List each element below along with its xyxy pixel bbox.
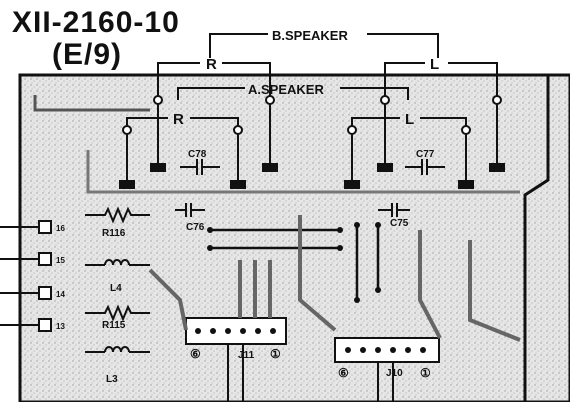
- a-speaker-label: A.SPEAKER: [248, 82, 324, 97]
- l4-label: L4: [110, 283, 122, 294]
- j10-pin-last: ⑥: [338, 366, 349, 380]
- side-pin-numbers: 16 15 14 13: [56, 224, 65, 331]
- capacitor-c77: [405, 159, 445, 175]
- r116-label: R116: [102, 228, 126, 239]
- j10-pin-first: ①: [420, 366, 431, 380]
- capacitor-c75: [378, 203, 410, 217]
- j11-pin-last: ⑥: [190, 347, 201, 361]
- capacitor-c76: [175, 203, 205, 217]
- side-pin-16: 16: [56, 224, 65, 233]
- connector-j11: [185, 317, 287, 345]
- board-code: XII-2160-10: [12, 6, 180, 39]
- inner-right-label: R: [173, 111, 184, 128]
- r115-label: R115: [102, 320, 126, 331]
- resistor-r116: [85, 206, 150, 224]
- jumper-wires: [210, 225, 380, 300]
- resistor-r115: [85, 304, 150, 322]
- lower-bus-trace: [86, 150, 520, 194]
- inner-left-label: L: [405, 111, 414, 128]
- b-speaker-label: B.SPEAKER: [272, 28, 348, 43]
- a-speaker-bracket: [177, 87, 409, 100]
- c77-label: C77: [416, 149, 435, 160]
- inductor-l3: [85, 346, 150, 353]
- j11-leads: [227, 345, 244, 402]
- c76-label: C76: [186, 222, 205, 233]
- side-pin-leads: [0, 226, 40, 326]
- top-right-label: R: [206, 56, 217, 73]
- board-variant: (E/9): [52, 38, 123, 71]
- side-pin-15: 15: [56, 256, 65, 265]
- j10-leads: [377, 362, 394, 402]
- side-pin-13: 13: [56, 322, 65, 331]
- capacitor-c78: [180, 159, 220, 175]
- c78-label: C78: [188, 149, 207, 160]
- jumper-ends: [207, 222, 381, 303]
- inductor-l4: [85, 259, 150, 266]
- j10-label: J10: [386, 368, 403, 379]
- j11-label: J11: [238, 350, 255, 361]
- board-traces: [148, 215, 521, 342]
- connector-j10-pins: [345, 347, 426, 353]
- side-pin-14: 14: [56, 290, 65, 299]
- c75-label: C75: [390, 218, 409, 229]
- j11-pin-first: ①: [270, 347, 281, 361]
- top-bus-trace: [33, 95, 150, 112]
- board-edge-cutout: [523, 75, 550, 402]
- l3-label: L3: [106, 374, 118, 385]
- speaker-pads: [119, 163, 505, 189]
- connector-j11-pins: [195, 328, 276, 334]
- speaker-leads: [126, 104, 498, 182]
- top-left-label: L: [430, 56, 439, 73]
- b-speaker-bracket: [209, 33, 439, 58]
- side-pin-pads: [38, 220, 52, 332]
